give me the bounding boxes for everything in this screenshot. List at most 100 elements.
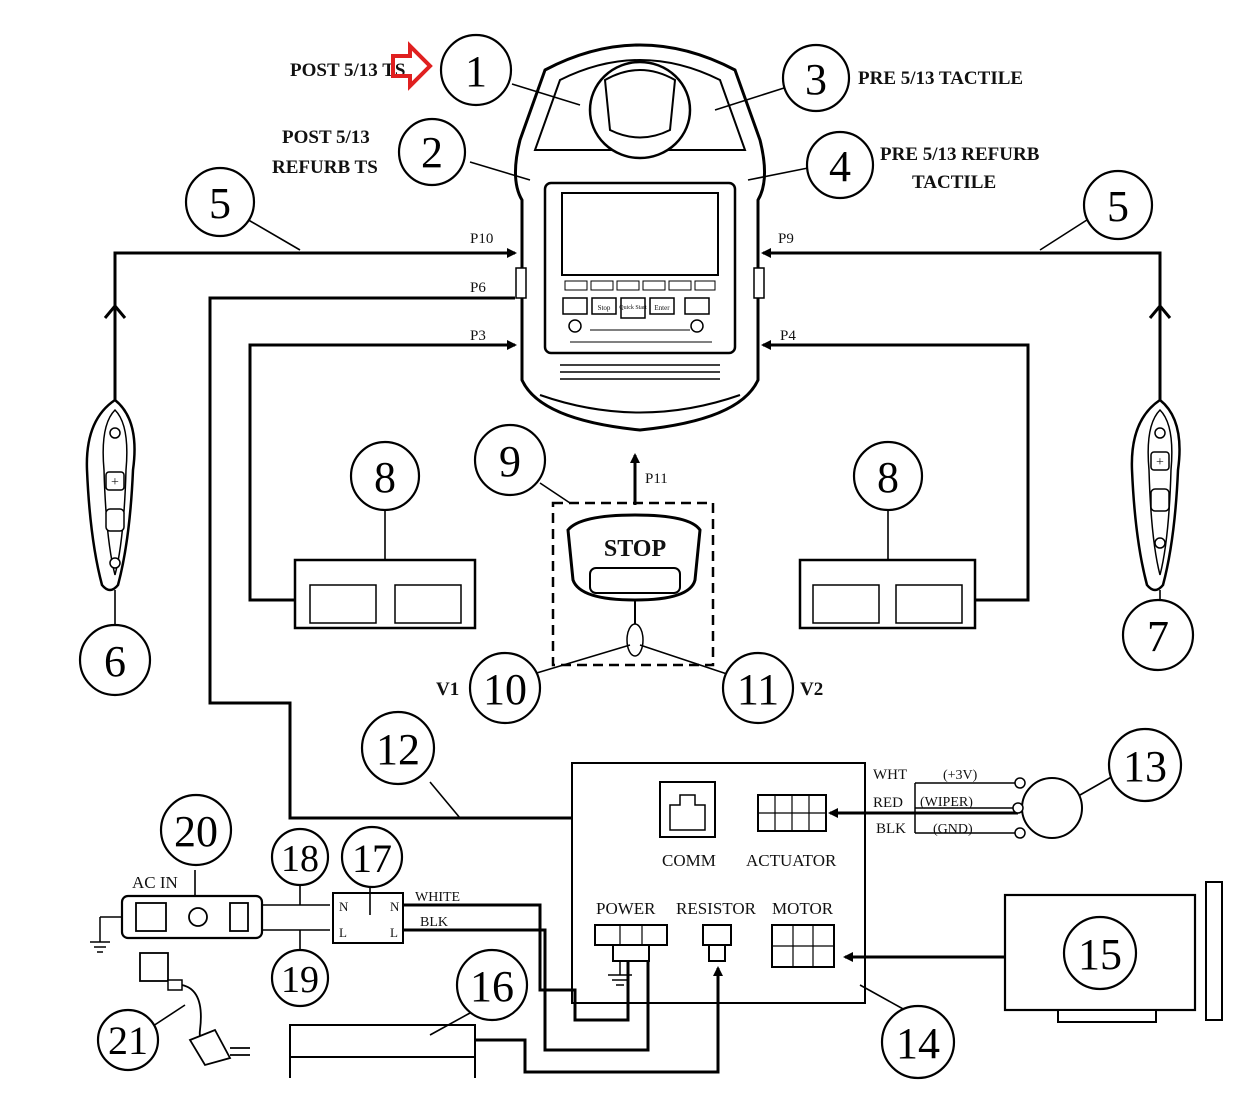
actuator-connector bbox=[757, 794, 827, 832]
post-refurb-label-line2: REFURB TS bbox=[272, 157, 378, 178]
callout-5-right-leader bbox=[1039, 217, 1091, 251]
svg-text:2: 2 bbox=[421, 128, 443, 177]
stop-switch: STOP bbox=[566, 513, 702, 657]
callout-1: 1 bbox=[439, 33, 513, 107]
callout-15: 15 bbox=[1062, 915, 1138, 991]
filter-n-in: N bbox=[339, 899, 349, 914]
chassis-ground-symbol bbox=[90, 916, 122, 953]
wire-p6-comm bbox=[208, 296, 658, 823]
filter-l-in: L bbox=[339, 925, 347, 940]
callout-9-leader bbox=[539, 482, 571, 504]
svg-text:+: + bbox=[1156, 455, 1164, 470]
svg-text:16: 16 bbox=[470, 962, 514, 1011]
chevron-right bbox=[1148, 303, 1172, 319]
v2-label: V2 bbox=[800, 679, 823, 700]
svg-text:+: + bbox=[111, 475, 119, 490]
svg-text:13: 13 bbox=[1123, 742, 1167, 791]
motor-label: MOTOR bbox=[772, 899, 834, 918]
pedal-left bbox=[293, 558, 477, 630]
svg-text:10: 10 bbox=[483, 665, 527, 714]
svg-text:7: 7 bbox=[1147, 612, 1169, 661]
callout-12-leader bbox=[429, 781, 461, 819]
callout-6: 6 bbox=[78, 623, 152, 697]
svg-text:21: 21 bbox=[108, 1018, 148, 1063]
svg-text:20: 20 bbox=[174, 807, 218, 856]
red-arrow-marker bbox=[391, 41, 433, 91]
chevron-left bbox=[103, 303, 127, 319]
power-connector bbox=[594, 924, 668, 962]
callout-13: 13 bbox=[1107, 727, 1183, 803]
callout-5-right: 5 bbox=[1082, 169, 1154, 241]
wire-p3 bbox=[248, 340, 517, 602]
comm-label: COMM bbox=[662, 851, 716, 870]
post-ts-label: POST 5/13 TS bbox=[290, 60, 405, 81]
callout-21-leader bbox=[149, 1004, 186, 1029]
power-cord bbox=[139, 952, 250, 1067]
p10-label: P10 bbox=[470, 231, 493, 247]
hand-remote-right: + bbox=[1130, 398, 1181, 592]
wire-resistor bbox=[475, 966, 723, 1074]
p11-label: P11 bbox=[645, 471, 668, 487]
gnd-label: (GND) bbox=[933, 822, 973, 837]
callout-2: 2 bbox=[397, 117, 467, 187]
p6-label: P6 bbox=[470, 280, 486, 296]
callout-5-left-leader bbox=[244, 217, 301, 251]
power-entry-module bbox=[120, 894, 330, 940]
p9-label: P9 bbox=[778, 231, 794, 247]
svg-text:8: 8 bbox=[374, 453, 396, 502]
callout-4: 4 bbox=[805, 130, 875, 200]
callout-11-leader bbox=[639, 644, 731, 676]
resistor-label: RESISTOR bbox=[676, 899, 757, 918]
callout-11: 11 bbox=[721, 651, 795, 725]
callout-12: 12 bbox=[360, 710, 436, 786]
callout-8-left: 8 bbox=[349, 440, 421, 512]
callout-19: 19 bbox=[270, 948, 330, 1008]
callout-18: 18 bbox=[270, 827, 330, 887]
comm-jack bbox=[659, 781, 716, 838]
callout-2-leader bbox=[469, 161, 531, 181]
red-label: RED bbox=[873, 795, 903, 811]
callout-3: 3 bbox=[781, 43, 851, 113]
resistor-connector bbox=[702, 924, 732, 962]
svg-text:5: 5 bbox=[209, 179, 231, 228]
callout-14-leader bbox=[859, 984, 906, 1011]
callout-9: 9 bbox=[473, 423, 547, 497]
pre-refurb-label-line2: TACTILE bbox=[912, 172, 996, 193]
callout-10-leader bbox=[529, 644, 631, 676]
callout-14: 14 bbox=[880, 1004, 956, 1080]
callout-1-leader bbox=[511, 83, 581, 106]
ac-in-label: AC IN bbox=[132, 873, 178, 892]
stop-key-label: Stop bbox=[598, 304, 611, 312]
white-wire-label: WHITE bbox=[415, 890, 460, 905]
blk-label: BLK bbox=[876, 821, 906, 837]
callout-20: 20 bbox=[159, 793, 233, 867]
svg-text:6: 6 bbox=[104, 637, 126, 686]
console-unit: Stop Quick Start Enter bbox=[514, 43, 766, 432]
callout-8-right: 8 bbox=[852, 440, 924, 512]
pre-refurb-label-line1: PRE 5/13 REFURB bbox=[880, 144, 1040, 165]
callout-16: 16 bbox=[455, 948, 529, 1022]
callout-17: 17 bbox=[340, 825, 404, 889]
stop-switch-dashed-box bbox=[551, 501, 715, 667]
enter-key-label: Enter bbox=[654, 304, 670, 312]
blk-wire-label: BLK bbox=[420, 915, 448, 930]
wire-p9 bbox=[761, 248, 1162, 420]
line-filter bbox=[332, 892, 404, 944]
callout-4-leader bbox=[747, 167, 809, 181]
motor-connector bbox=[771, 924, 835, 968]
callout-13-leader bbox=[1079, 774, 1116, 796]
svg-text:11: 11 bbox=[737, 665, 779, 714]
callout-10: 10 bbox=[468, 651, 542, 725]
callout-3-leader bbox=[714, 87, 785, 111]
wire-blk bbox=[400, 928, 650, 1052]
p3-label: P3 bbox=[470, 328, 486, 344]
filter-n-out: N bbox=[390, 899, 400, 914]
svg-text:19: 19 bbox=[281, 959, 319, 1001]
wht-label: WHT bbox=[873, 767, 907, 783]
plus3v-label: (+3V) bbox=[943, 768, 978, 783]
svg-text:15: 15 bbox=[1078, 930, 1122, 979]
callout-16-leader bbox=[429, 1012, 471, 1036]
callout-21: 21 bbox=[96, 1008, 160, 1072]
callout-7: 7 bbox=[1121, 598, 1195, 672]
